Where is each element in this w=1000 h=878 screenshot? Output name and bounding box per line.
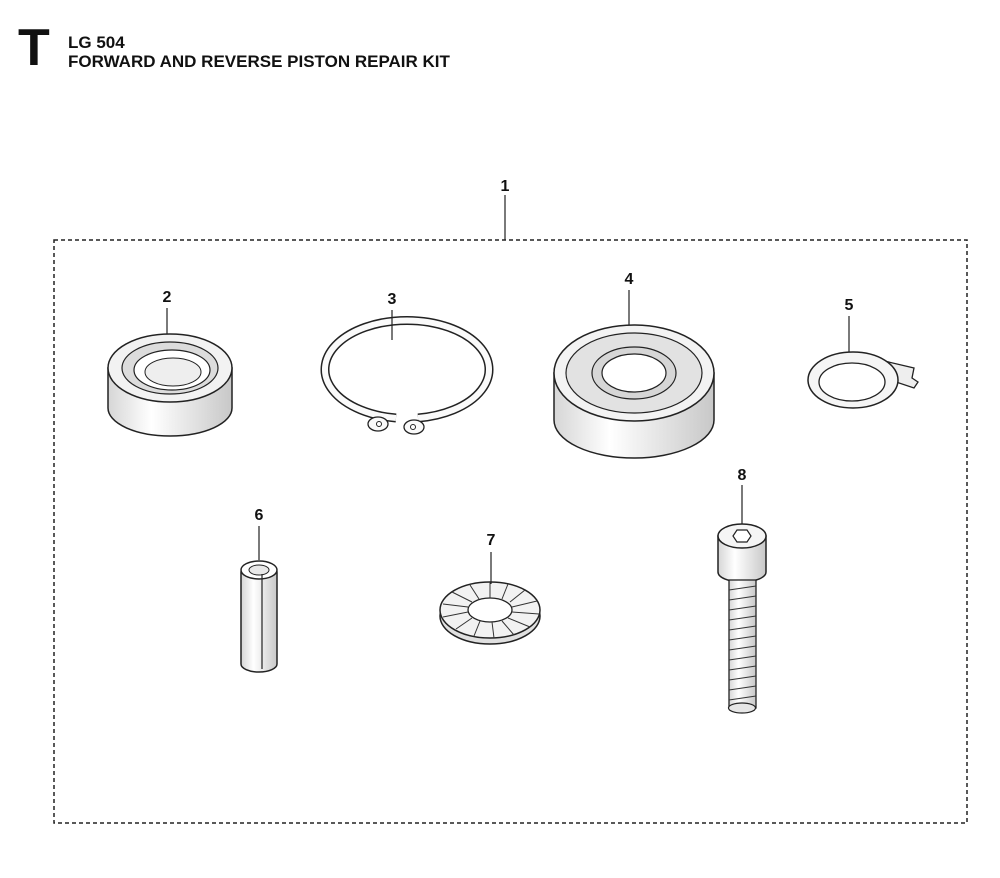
callout-kit[interactable]: 1 [501,178,510,195]
kit-boundary [53,239,968,824]
part-bearing-large[interactable] [553,324,715,459]
callout-7[interactable]: 7 [487,532,496,549]
part-lock-washer[interactable] [439,581,541,645]
part-socket-screw[interactable] [717,523,767,714]
title-block: LG 504 FORWARD AND REVERSE PISTON REPAIR… [68,33,450,71]
callout-8[interactable]: 8 [738,467,747,484]
model-label: LG 504 [68,33,125,52]
callout-4[interactable]: 4 [625,271,634,288]
part-bearing-small[interactable] [107,333,233,437]
callout-6[interactable]: 6 [255,507,264,524]
section-letter: T [18,19,50,77]
callout-2[interactable]: 2 [163,289,172,306]
part-tab-washer[interactable] [807,351,919,409]
part-circlip[interactable] [320,315,494,435]
diagram-title: FORWARD AND REVERSE PISTON REPAIR KIT [68,52,450,71]
part-roll-pin[interactable] [240,560,278,673]
callout-5[interactable]: 5 [845,297,854,314]
callout-3[interactable]: 3 [388,291,397,308]
